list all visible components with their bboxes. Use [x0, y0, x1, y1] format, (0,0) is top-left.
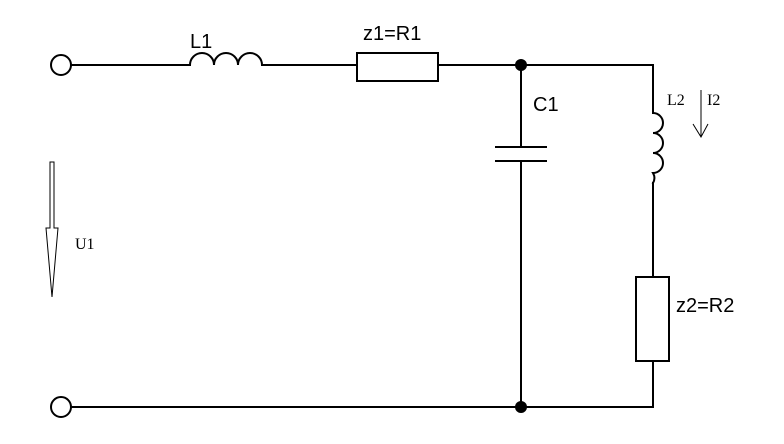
label-i2: I2 — [707, 92, 720, 109]
inductor-l2 — [651, 111, 664, 185]
resistor-z2 — [635, 276, 670, 362]
label-z2: z2=R2 — [676, 295, 734, 317]
label-c1: C1 — [533, 94, 559, 116]
inductor-l1 — [188, 52, 264, 67]
label-l2: L2 — [667, 92, 685, 109]
label-u1: U1 — [75, 236, 95, 253]
voltage-arrow-u1 — [45, 161, 59, 298]
current-arrow-i2-head — [692, 123, 709, 139]
resistor-z1 — [356, 52, 439, 82]
input-terminal-top — [50, 54, 72, 76]
input-terminal-bottom — [50, 396, 72, 418]
label-l1: L1 — [190, 31, 212, 53]
label-z1: z1=R1 — [363, 23, 421, 45]
